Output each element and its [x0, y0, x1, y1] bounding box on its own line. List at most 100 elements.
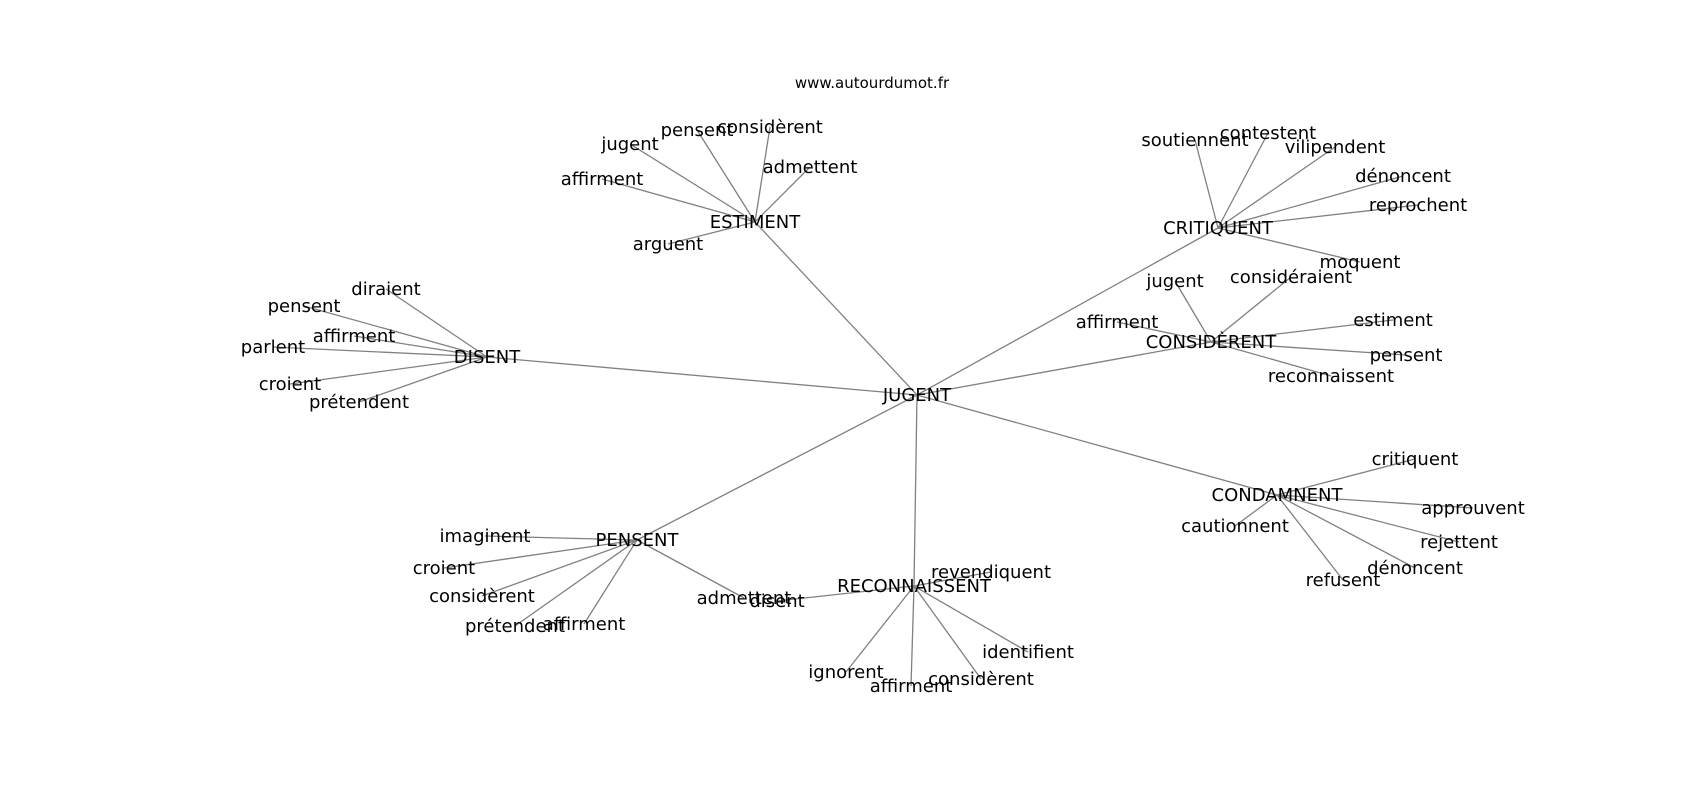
- hub-node-critiquent: CRITIQUENT: [1163, 218, 1274, 239]
- leaf-node-reconnaissent-4: considèrent: [928, 669, 1034, 690]
- edge-root-condamnent: [916, 394, 1278, 496]
- hub-node-reconnaissent: RECONNAISSENT: [837, 576, 992, 597]
- leaf-node-critiquent-1: contestent: [1220, 123, 1316, 144]
- edge-disent-leaf-0: [385, 288, 488, 358]
- edge-estiment-leaf-5: [667, 221, 756, 245]
- edge-condamnent-leaf-5: [1276, 494, 1344, 581]
- leaf-node-condamnent-4: dénoncent: [1367, 558, 1463, 579]
- leaf-node-pensent-4: affirment: [543, 614, 626, 635]
- hub-node-estiment: ESTIMENT: [710, 212, 801, 233]
- leaf-node-estiment-3: admettent: [763, 157, 858, 178]
- leaf-node-considerent-5: reconnaissent: [1268, 366, 1394, 387]
- edge-considerent-leaf-4: [1210, 341, 1407, 356]
- edge-pensent-leaf-4: [583, 539, 638, 625]
- leaf-node-condamnent-5: refusent: [1306, 570, 1381, 591]
- edge-reconnaissent-leaf-4: [913, 585, 982, 680]
- edge-reconnaissent-leaf-1: [776, 585, 915, 602]
- edge-estiment-leaf-1: [754, 126, 771, 223]
- edge-condamnent-leaf-0: [1276, 458, 1416, 496]
- edge-disent-leaf-1: [303, 305, 488, 358]
- edge-condamnent-leaf-4: [1276, 494, 1416, 569]
- edge-considerent-leaf-0: [1174, 280, 1212, 343]
- hub-node-disent: DISENT: [454, 347, 521, 368]
- edge-pensent-leaf-0: [484, 535, 638, 541]
- graph-labels: www.autourdumot.fr pensentconsidèrentjug…: [241, 74, 1525, 697]
- leaf-node-pensent-3: prétendent: [465, 616, 565, 637]
- edge-reconnaissent-leaf-3: [845, 585, 915, 673]
- leaf-node-critiquent-5: moquent: [1320, 252, 1401, 273]
- leaf-node-considerent-1: considéraient: [1230, 267, 1352, 288]
- edge-estiment-leaf-3: [754, 166, 811, 223]
- leaf-node-pensent-1: croient: [413, 558, 475, 579]
- edge-critiquent-leaf-1: [1217, 132, 1269, 229]
- edge-estiment-leaf-0: [696, 129, 756, 223]
- edge-condamnent-leaf-2: [1234, 494, 1278, 527]
- leaf-node-disent-0: diraient: [351, 279, 420, 300]
- edge-root-reconnaissent: [913, 394, 918, 587]
- edge-disent-leaf-2: [353, 335, 488, 358]
- leaf-node-considerent-3: estiment: [1353, 310, 1433, 331]
- leaf-node-condamnent-2: cautionnent: [1181, 516, 1289, 537]
- hub-node-considerent: CONSIDÈRENT: [1146, 331, 1278, 353]
- edge-critiquent-leaf-4: [1217, 204, 1419, 229]
- edge-reconnaissent-leaf-5: [910, 585, 915, 687]
- leaf-node-considerent-2: affirment: [1076, 312, 1159, 333]
- leaf-node-estiment-0: pensent: [661, 120, 734, 141]
- edge-disent-leaf-3: [272, 346, 488, 358]
- leaf-node-condamnent-3: rejettent: [1420, 532, 1498, 553]
- edge-disent-leaf-5: [358, 356, 488, 403]
- edge-pensent-leaf-1: [443, 539, 638, 569]
- edge-estiment-leaf-4: [601, 178, 756, 223]
- leaf-node-condamnent-1: approuvent: [1421, 498, 1525, 519]
- leaf-node-disent-3: parlent: [241, 337, 305, 358]
- leaf-node-estiment-1: considèrent: [717, 117, 823, 138]
- edge-disent-leaf-4: [289, 356, 488, 385]
- leaf-node-disent-1: pensent: [268, 296, 341, 317]
- edge-estiment-leaf-2: [629, 143, 756, 223]
- edge-critiquent-leaf-3: [1217, 175, 1404, 229]
- source-label: www.autourdumot.fr: [795, 74, 950, 92]
- leaf-node-pensent-2: considèrent: [429, 586, 535, 607]
- leaf-node-pensent-5: admettent: [697, 588, 792, 609]
- edge-reconnaissent-leaf-2: [913, 585, 1029, 653]
- leaf-node-estiment-2: jugent: [600, 134, 658, 155]
- leaf-node-disent-5: prétendent: [309, 392, 409, 413]
- leaf-node-reconnaissent-1: disent: [749, 591, 804, 612]
- leaf-node-critiquent-3: dénoncent: [1355, 166, 1451, 187]
- edge-considerent-leaf-5: [1210, 341, 1332, 377]
- edge-critiquent-leaf-2: [1217, 146, 1336, 229]
- edge-considerent-leaf-3: [1210, 319, 1394, 343]
- edge-considerent-leaf-1: [1210, 276, 1292, 343]
- edge-pensent-leaf-3: [514, 539, 638, 627]
- edge-root-pensent: [636, 394, 918, 541]
- edge-critiquent-leaf-5: [1217, 227, 1361, 263]
- edge-root-estiment: [754, 221, 918, 396]
- edge-considerent-leaf-2: [1116, 321, 1212, 343]
- leaf-node-condamnent-0: critiquent: [1372, 449, 1459, 470]
- leaf-node-critiquent-2: vilipendent: [1285, 137, 1386, 158]
- leaf-node-reconnaissent-0: revendiquent: [931, 562, 1051, 583]
- leaf-node-reconnaissent-5: affirment: [870, 676, 953, 697]
- leaf-node-considerent-4: pensent: [1370, 345, 1443, 366]
- edge-condamnent-leaf-3: [1276, 494, 1460, 543]
- leaf-node-pensent-0: imaginent: [440, 526, 531, 547]
- edge-root-disent: [486, 356, 918, 396]
- leaf-node-estiment-4: affirment: [561, 169, 644, 190]
- edge-root-critiquent: [916, 227, 1219, 396]
- root-node: JUGENT: [882, 385, 952, 406]
- leaf-node-considerent-0: jugent: [1145, 271, 1203, 292]
- leaf-node-reconnaissent-3: ignorent: [808, 662, 883, 683]
- edge-critiquent-leaf-0: [1194, 139, 1219, 229]
- leaf-node-critiquent-4: reprochent: [1369, 195, 1467, 216]
- hub-node-condamnent: CONDAMNENT: [1212, 485, 1344, 506]
- leaf-node-disent-4: croient: [259, 374, 321, 395]
- leaf-node-critiquent-0: soutiennent: [1141, 130, 1248, 151]
- leaf-node-disent-2: affirment: [313, 326, 396, 347]
- edge-pensent-leaf-2: [481, 539, 638, 597]
- leaf-node-reconnaissent-2: identifient: [982, 642, 1074, 663]
- edge-condamnent-leaf-1: [1276, 494, 1474, 509]
- graph-edges: [272, 126, 1474, 687]
- hub-node-pensent: PENSENT: [596, 530, 680, 551]
- edge-root-considerent: [916, 341, 1212, 396]
